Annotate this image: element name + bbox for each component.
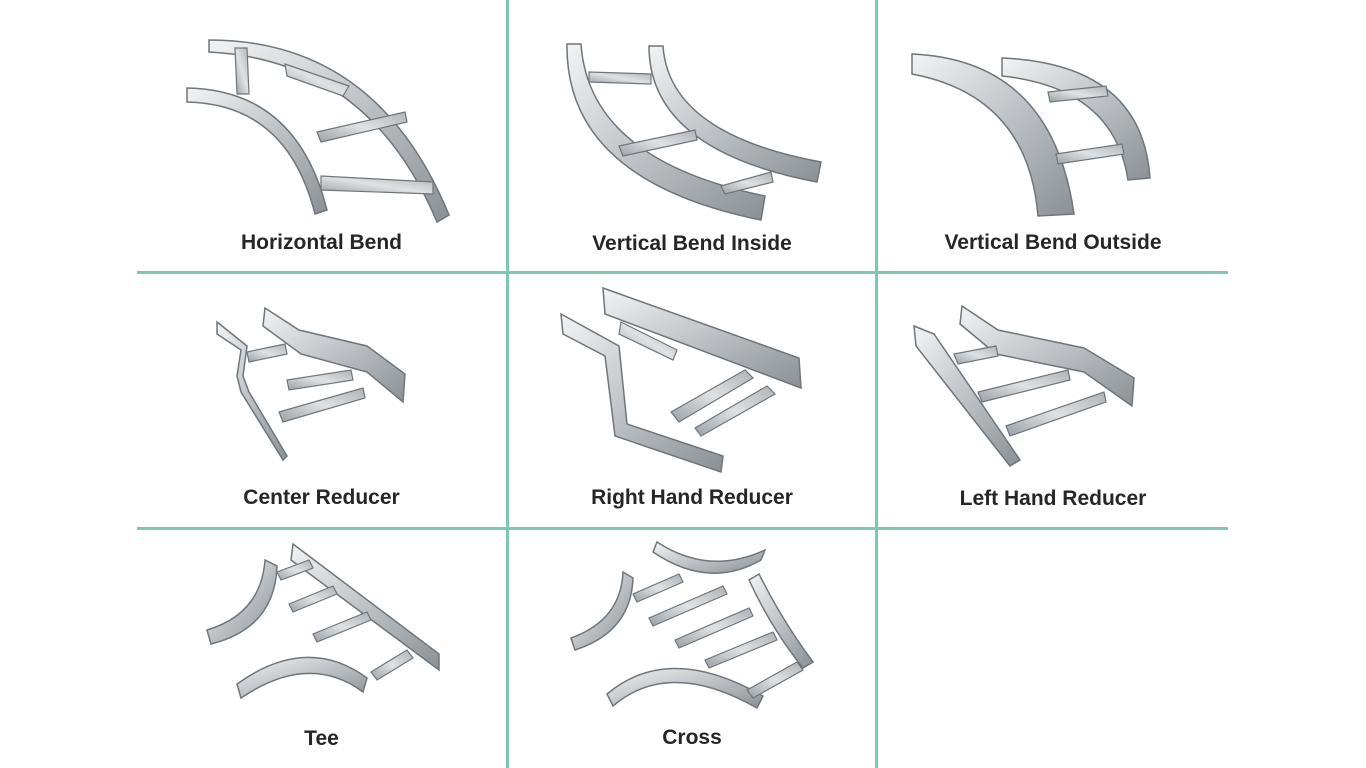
vertical-bend-outside-icon <box>911 53 1151 217</box>
fitting-cell-center-reducer: Center Reducer <box>137 274 506 527</box>
cross-icon <box>570 540 815 710</box>
center-reducer-icon <box>216 306 406 462</box>
fitting-label: Horizontal Bend <box>241 231 402 254</box>
fitting-cell-vertical-bend-inside: Vertical Bend Inside <box>509 0 875 271</box>
fitting-label: Left Hand Reducer <box>959 487 1147 510</box>
horizontal-bend-icon <box>186 39 450 224</box>
fitting-label: Tee <box>304 727 339 750</box>
fitting-cell-right-hand-reducer: Right Hand Reducer <box>509 274 875 527</box>
fitting-label: Center Reducer <box>243 486 400 509</box>
fitting-cell-vertical-bend-outside: Vertical Bend Outside <box>878 0 1228 271</box>
fitting-label: Vertical Bend Inside <box>592 232 792 255</box>
left-hand-reducer-icon <box>913 304 1135 467</box>
grid-divider-vertical-2 <box>875 0 878 768</box>
fitting-label: Cross <box>662 726 722 749</box>
tee-icon <box>206 542 440 700</box>
vertical-bend-inside-icon <box>566 43 822 221</box>
fitting-label: Right Hand Reducer <box>591 486 793 509</box>
grid-divider-horizontal-2 <box>137 527 1228 530</box>
fitting-cell-left-hand-reducer: Left Hand Reducer <box>878 274 1228 527</box>
fitting-label: Vertical Bend Outside <box>944 231 1162 254</box>
fitting-cell-cross: Cross <box>509 530 875 768</box>
fitting-cell-horizontal-bend: Horizontal Bend <box>137 0 506 271</box>
fitting-cell-tee: Tee <box>137 530 506 768</box>
grid-divider-vertical-1 <box>506 0 509 768</box>
grid-divider-horizontal-1 <box>137 271 1228 274</box>
right-hand-reducer-icon <box>560 286 802 474</box>
